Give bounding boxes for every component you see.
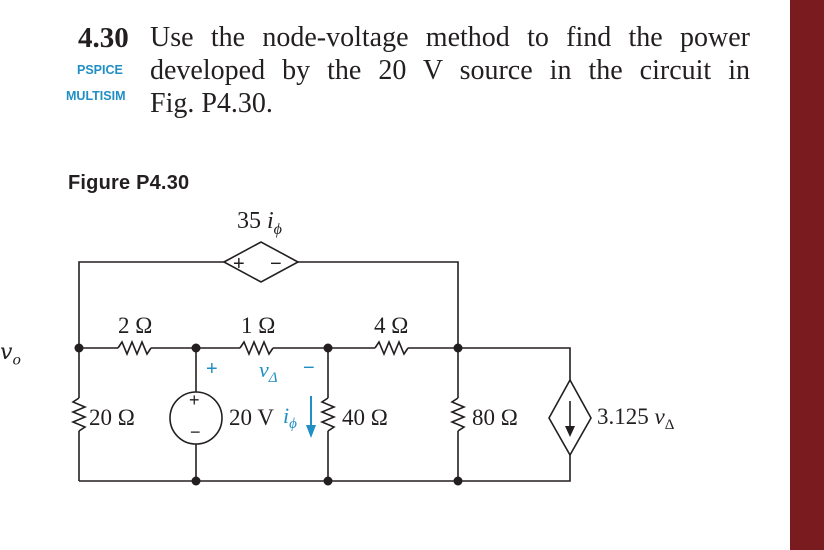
i-phi-label: iϕ <box>283 403 297 432</box>
circuit-wires <box>70 261 571 482</box>
resistor-80-label: 80 Ω <box>472 405 518 430</box>
circuit-nodes <box>74 343 463 486</box>
problem-text-line-2: developed by the 20 V source in the circ… <box>150 55 750 86</box>
dep-source-minus: − <box>270 253 282 275</box>
problem-number: 4.30 <box>78 22 129 54</box>
source-20v-label: 20 V <box>229 405 274 430</box>
v-delta-plus: + <box>206 358 218 380</box>
resistor-20-label: 20 Ω <box>89 405 135 430</box>
current-source-label: 3.125 vΔ <box>597 404 675 433</box>
margin-fragment: vo <box>0 340 21 369</box>
i-phi-arrow-icon <box>306 396 316 438</box>
dependent-voltage-source-icon <box>222 241 300 283</box>
current-arrow-icon <box>565 401 575 437</box>
dep-source-label: 35 iϕ <box>237 208 282 238</box>
vsource-plus: + <box>189 390 200 410</box>
pspice-tag: PSPICE <box>77 63 123 77</box>
figure-title: Figure P4.30 <box>68 172 190 194</box>
resistor-4-label: 4 Ω <box>374 313 408 338</box>
problem-text-line-3: Fig. P4.30. <box>150 88 273 119</box>
multisim-tag: MULTISIM <box>66 89 126 103</box>
vsource-minus: − <box>190 422 201 442</box>
dep-source-plus: + <box>233 253 245 275</box>
resistor-40-label: 40 Ω <box>342 405 388 430</box>
voltage-source-icon <box>169 391 223 445</box>
chapter-sidebar <box>790 0 824 550</box>
problem-text-line-1: Use the node-voltage method to find the … <box>150 22 750 53</box>
resistor-2-label: 2 Ω <box>118 313 152 338</box>
resistor-1-label: 1 Ω <box>241 313 275 338</box>
v-delta-label: vΔ <box>259 357 278 386</box>
v-delta-minus: − <box>303 357 315 379</box>
